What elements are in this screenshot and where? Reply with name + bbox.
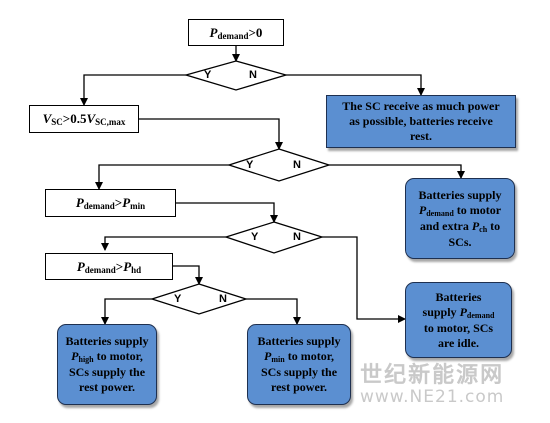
charge-sc-line-3-rest: to [487, 218, 501, 233]
decision-diamond-4 [149, 283, 249, 315]
phd-symbol-2: P [123, 258, 132, 274]
charge-sc-line-1: Batteries supply [418, 187, 502, 202]
high-power-symbol: P [71, 349, 79, 363]
vsc-symbol-2: V [86, 111, 96, 126]
sc-receive-line-2: as possible, batteries receive [349, 114, 493, 128]
min-power-line-2: Pmin to motor, [264, 349, 334, 365]
d1-no-label: N [249, 69, 257, 81]
min-power-symbol: P [264, 349, 272, 363]
vsc-comparison: >0.5 [62, 111, 87, 126]
start-symbol: P [209, 24, 218, 40]
start-comparison: >0 [248, 24, 263, 40]
vsc-subscript-2: SC,max [95, 117, 126, 127]
high-power-line-4: rest power. [79, 380, 135, 394]
connector-phd-to-d4 [173, 265, 203, 285]
pmin-comparison: > [114, 195, 123, 210]
sc-receive-line-1: The SC receive as much power [342, 99, 500, 113]
decision-diamond-3 [223, 221, 325, 254]
d3-no-label: N [293, 231, 301, 243]
high-power-subscript: high [78, 355, 94, 364]
charge-sc-subscript-2: ch [479, 224, 488, 234]
sc-idle-symbol: P [459, 304, 467, 319]
charge-sc-line-4: SCs. [448, 234, 472, 249]
connector-d2-no [329, 164, 465, 179]
d3-yes-label: Y [251, 231, 259, 243]
high-power-line-3: SCs supply the [68, 365, 146, 379]
high-power-line-1: Batteries supply [65, 334, 149, 348]
connector-d1-no [286, 74, 425, 96]
connector-d4-no [246, 298, 301, 325]
min-power-line-2-rest: to motor, [284, 349, 334, 363]
watermark: 世纪新能源网 www.NE21.com [360, 357, 504, 407]
connector-pmin-to-d3 [176, 202, 278, 223]
start-subscript: demand [217, 30, 249, 41]
connector-d2-yes [95, 164, 229, 190]
sc-idle-line-4: are idle. [437, 335, 480, 350]
sc-idle-line-2: supply Pdemand [423, 305, 495, 321]
sc-idle-subscript: demand [466, 310, 495, 320]
d2-yes-label: Y [246, 159, 254, 171]
action-sc-receive-box: The SC receive as much power as possible… [326, 95, 516, 148]
watermark-chinese-text: 世纪新能源网 [360, 363, 505, 388]
d2-no-label: N [293, 159, 301, 171]
connector-d4-yes [101, 298, 152, 325]
phd-subscript: demand [84, 264, 116, 275]
phd-comparison: > [115, 258, 124, 274]
action-min-power-box: Batteries supply Pmin to motor, SCs supp… [247, 324, 351, 405]
min-power-line-1: Batteries supply [257, 334, 341, 348]
phd-subscript-2: hd [131, 264, 142, 275]
action-high-power-box: Batteries supply Phigh to motor, SCs sup… [57, 324, 157, 405]
connector-d3-yes [101, 236, 226, 251]
pmin-symbol-2: P [122, 195, 131, 210]
pmin-subscript: demand [83, 201, 115, 211]
vsc-symbol: V [42, 111, 52, 126]
sc-receive-line-3: rest. [409, 129, 433, 143]
high-power-line-2: Phigh to motor, [71, 349, 143, 365]
decision-diamond-2 [226, 148, 332, 182]
charge-sc-subscript: demand [426, 208, 454, 218]
sc-idle-line-3: to motor, SCs [423, 320, 494, 335]
charge-sc-symbol-2: P [471, 218, 480, 233]
decision-diamond-1 [183, 60, 289, 91]
charge-sc-symbol: P [418, 202, 427, 217]
min-power-line-4: rest power. [271, 380, 327, 394]
connector-d1-yes [80, 74, 186, 106]
action-charge-sc-box: Batteries supply Pdemand to motor and ex… [405, 178, 515, 259]
d4-yes-label: Y [174, 293, 182, 305]
action-sc-idle-box: Batteries supply Pdemand to motor, SCs a… [405, 282, 512, 358]
d4-no-label: N [219, 293, 227, 305]
sc-idle-line-2-pre: supply [422, 304, 460, 319]
d1-yes-label: Y [204, 69, 212, 81]
charge-sc-line-3: and extra Pch to [420, 219, 500, 235]
phd-symbol: P [76, 258, 85, 274]
pmin-symbol: P [75, 195, 84, 210]
connector-d3-no [322, 236, 406, 323]
sc-idle-line-1: Batteries [435, 289, 482, 304]
min-power-subscript: min [271, 355, 285, 364]
connector-vsc-to-d2 [139, 118, 283, 150]
high-power-line-2-rest: to motor, [93, 349, 143, 363]
vsc-subscript: SC [51, 117, 63, 127]
charge-sc-line-3-pre: and extra [419, 218, 472, 233]
watermark-url: www.NE21.com [360, 387, 505, 407]
pmin-subscript-2: min [130, 201, 146, 211]
min-power-line-3: SCs supply the [260, 365, 338, 379]
charge-sc-line-2-rest: to motor [453, 202, 502, 217]
charge-sc-line-2: Pdemand to motor [419, 203, 501, 219]
